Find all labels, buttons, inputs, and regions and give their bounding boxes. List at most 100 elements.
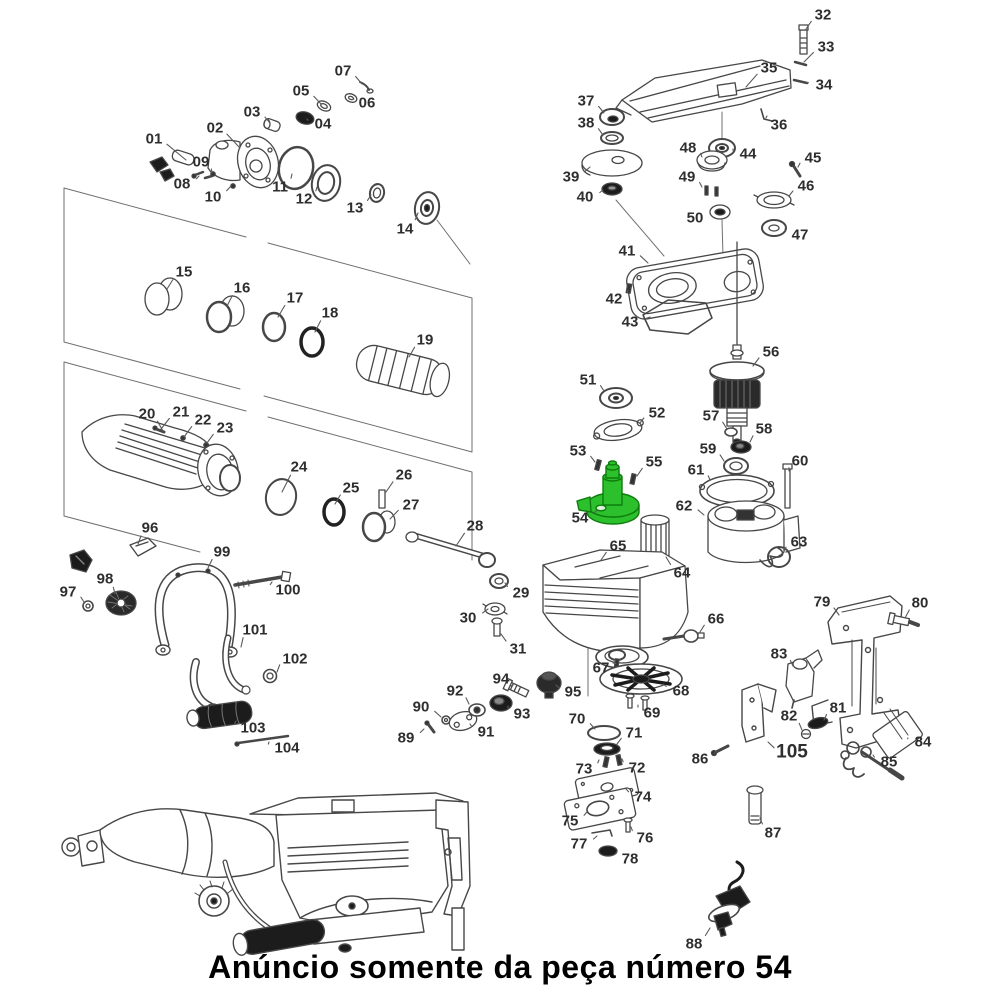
part-label-08: 08 xyxy=(174,176,191,193)
leader-line xyxy=(593,509,598,514)
part-23 xyxy=(203,442,209,448)
leader-line xyxy=(719,454,725,462)
part-31 xyxy=(491,617,503,637)
part-label-36: 36 xyxy=(771,117,788,134)
part-label-91: 91 xyxy=(478,724,495,741)
assembled-tool xyxy=(61,792,471,956)
part-label-15: 15 xyxy=(176,264,193,281)
leader-line xyxy=(469,723,473,728)
leader-line xyxy=(823,713,828,721)
part-label-58: 58 xyxy=(756,421,773,438)
part-70 xyxy=(587,725,621,741)
part-88 xyxy=(707,860,751,938)
leader-line xyxy=(334,494,341,505)
part-02 xyxy=(207,135,280,189)
leader-line xyxy=(313,95,322,105)
part-label-98: 98 xyxy=(97,571,114,588)
part-label-34: 34 xyxy=(816,77,833,94)
part-85 xyxy=(842,746,872,778)
leader-line xyxy=(665,556,672,566)
part-label-28: 28 xyxy=(467,518,484,535)
leader-line xyxy=(598,105,605,114)
leader-line xyxy=(315,186,318,192)
part-20 xyxy=(81,414,241,497)
leader-line xyxy=(625,788,630,793)
part-label-40: 40 xyxy=(577,189,594,206)
part-77 xyxy=(591,829,613,837)
part-36 xyxy=(760,108,773,122)
part-label-63: 63 xyxy=(791,534,808,551)
leader-line xyxy=(639,255,649,264)
part-label-18: 18 xyxy=(322,305,339,322)
part-label-04: 04 xyxy=(315,116,332,133)
part-104 xyxy=(234,734,290,747)
part-label-41: 41 xyxy=(619,243,636,260)
part-26 xyxy=(378,489,386,509)
part-78 xyxy=(598,845,618,857)
leader-line xyxy=(385,481,394,493)
part-89 xyxy=(424,720,436,734)
part-label-87: 87 xyxy=(765,825,782,842)
part-label-35: 35 xyxy=(761,60,778,77)
part-label-54: 54 xyxy=(572,510,589,527)
part-32 xyxy=(798,24,809,55)
leader-line xyxy=(803,51,814,63)
part-label-66: 66 xyxy=(708,611,725,628)
leader-line xyxy=(419,728,425,734)
part-label-76: 76 xyxy=(637,830,654,847)
leader-line xyxy=(584,166,591,172)
part-19 xyxy=(355,344,451,398)
part-96 xyxy=(129,537,157,557)
part-label-11: 11 xyxy=(272,179,288,196)
part-84 xyxy=(840,708,923,760)
part-46 xyxy=(753,191,795,209)
leader-line xyxy=(281,474,292,493)
leader-line xyxy=(510,684,514,687)
part-label-97: 97 xyxy=(60,584,77,601)
part-label-73: 73 xyxy=(576,761,593,778)
part-label-32: 32 xyxy=(815,7,832,24)
leader-line xyxy=(699,624,705,633)
leader-line xyxy=(662,683,667,688)
part-label-49: 49 xyxy=(679,169,696,186)
part-label-82: 82 xyxy=(781,708,798,725)
part-42 xyxy=(625,283,633,294)
part-60 xyxy=(782,463,793,509)
leader-line xyxy=(583,811,588,816)
part-label-61: 61 xyxy=(688,462,705,479)
leader-line xyxy=(612,662,617,665)
part-label-29: 29 xyxy=(513,585,530,602)
leader-line xyxy=(699,181,703,188)
leader-line xyxy=(805,81,810,84)
part-55 xyxy=(629,473,637,485)
part-label-50: 50 xyxy=(687,210,704,227)
part-59 xyxy=(723,457,749,475)
part-34 xyxy=(792,78,809,85)
leader-line xyxy=(636,467,643,477)
part-33 xyxy=(793,60,808,67)
leader-line xyxy=(589,723,596,730)
part-label-39: 39 xyxy=(563,169,580,186)
part-label-86: 86 xyxy=(692,751,709,768)
part-14 xyxy=(413,191,441,225)
part-label-30: 30 xyxy=(460,610,477,627)
part-label-06: 06 xyxy=(359,95,376,112)
part-label-22: 22 xyxy=(195,412,212,429)
part-92 xyxy=(468,703,486,717)
leader-line xyxy=(749,435,754,443)
part-18 xyxy=(299,326,325,358)
leader-line xyxy=(713,750,717,755)
leader-line xyxy=(599,385,605,392)
leader-line xyxy=(767,741,775,749)
part-label-16: 16 xyxy=(234,280,251,297)
leader-line xyxy=(206,433,214,444)
leader-line xyxy=(639,417,645,424)
leader-line xyxy=(752,357,760,367)
part-105 xyxy=(741,683,777,743)
leader-line xyxy=(697,509,705,516)
part-94 xyxy=(502,677,530,698)
leader-line xyxy=(590,455,596,463)
leader-line xyxy=(500,633,507,642)
part-15 xyxy=(144,277,183,316)
